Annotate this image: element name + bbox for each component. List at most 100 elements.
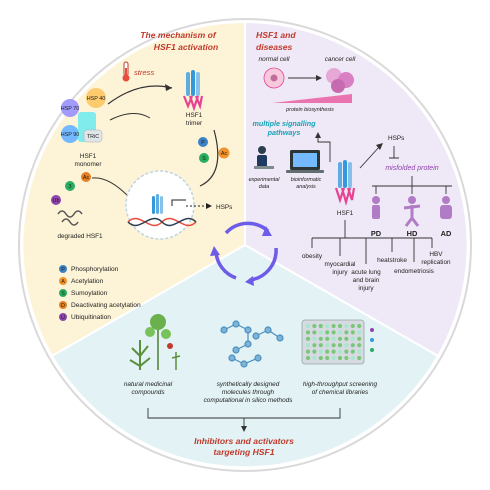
ad-label: AD [441, 229, 452, 238]
legend-ubiquitination-swatch [59, 313, 67, 321]
plate-well [337, 330, 343, 335]
plate-well [337, 349, 343, 354]
biosynthesis-wedge [272, 94, 352, 103]
hsf1-trimer-icon [182, 70, 204, 112]
legend-p-symbol: P [61, 267, 65, 273]
chaperone-complex-icon [61, 88, 106, 143]
mechanism-title-line1: The mechanism of [140, 30, 217, 40]
hsf1-disease-icon [334, 160, 356, 207]
modulators-title-line1: Inhibitors and activators [194, 436, 294, 446]
researcher-icon [254, 146, 274, 169]
diseases-title-line2: diseases [256, 42, 293, 52]
condition-lung-2: and brain [353, 277, 380, 284]
plate-well [305, 323, 311, 329]
legend-u-symbol: U [61, 315, 65, 321]
plate-well [337, 355, 343, 361]
plate-well [318, 323, 323, 329]
plate-well [357, 355, 362, 361]
tric-label: TRiC [87, 134, 99, 140]
plate-well [318, 343, 323, 348]
plate-well [357, 349, 362, 354]
hsps-mechanism-label: HSPs [216, 204, 232, 211]
stress-label: stress [134, 68, 154, 77]
synthetic-label-3: computational in silico methods [204, 397, 294, 404]
diseases-sector [244, 20, 469, 358]
legend-ubiquitination-label: Ubiquitination [71, 314, 111, 321]
legend-a-symbol: A [61, 279, 65, 285]
condition-endometriosis: endometriosis [394, 268, 434, 275]
condition-hbv-2: replication [421, 259, 451, 266]
degradation-marker-3 [65, 181, 75, 191]
plate-well [344, 343, 349, 348]
natural-compounds-label-2: compounds [131, 389, 165, 396]
disease-tree [311, 220, 433, 264]
plate-well [350, 355, 355, 361]
modulators-sector [50, 243, 440, 469]
plate-well [325, 330, 330, 335]
laptop-icon [286, 150, 324, 173]
hsp40-label: HSP 40 [87, 96, 105, 102]
modulators-title-line2: targeting HSF1 [213, 447, 274, 457]
hsf1-trimer-label-2: trimer [186, 120, 203, 127]
plate-well [305, 336, 311, 341]
plate-well [325, 349, 330, 354]
legend-acetylation-label: Acetylation [71, 278, 104, 285]
plate-well [350, 349, 355, 354]
plate-well [331, 336, 336, 341]
plate-well [344, 349, 349, 354]
plate-well [350, 343, 355, 348]
legend-d-symbol: D [61, 303, 65, 309]
plate-well [350, 336, 355, 341]
plate-well [357, 343, 362, 348]
condition-lung-3: injury [358, 285, 374, 292]
screening-label-2: of chemical libraries [312, 389, 369, 396]
plate-well [357, 323, 362, 329]
degraded-hsf1-icon [57, 210, 83, 226]
plate-well [312, 323, 317, 329]
plate-well [312, 336, 317, 341]
ubiquitination-marker [51, 195, 61, 205]
plate-well [312, 343, 317, 348]
plate-well [318, 330, 323, 335]
condition-hbv-1: HBV [429, 251, 443, 258]
plate-well [337, 323, 343, 329]
medicinal-plants-icon [129, 314, 181, 370]
plate-well [337, 336, 343, 341]
plate-well [357, 330, 362, 335]
protein-biosynthesis-label: protein biosynthesis [285, 107, 334, 113]
plate-well [312, 330, 317, 335]
plate-well [318, 336, 323, 341]
natural-compounds-label-1: natural medicinal [124, 381, 173, 388]
plate-well [344, 355, 349, 361]
plate-well [350, 330, 355, 335]
plate-well [331, 343, 336, 348]
marker-p: P [201, 140, 205, 146]
parkinson-patient-icon [372, 196, 380, 219]
plate-well [305, 343, 311, 348]
plate-well [312, 355, 317, 361]
condition-myocardial-2: injury [332, 269, 348, 276]
screening-label-1: high-throughput screening [303, 381, 378, 388]
marker-s: S [202, 156, 206, 162]
synthetic-label-1: synthetically designed [217, 381, 280, 388]
cancer-cell-icon [326, 68, 354, 93]
molecules-icon [220, 320, 284, 368]
alzheimer-patient-icon [440, 196, 452, 219]
phosphorylation-marker [198, 137, 208, 147]
central-cycle-icon [210, 221, 278, 286]
diseases-title-line1: HSF1 and [256, 30, 296, 40]
hd-label: HD [407, 229, 418, 238]
plate-well [344, 323, 349, 329]
plate-well [325, 343, 330, 348]
legend-deactivating-label: Deactivating acetylation [71, 302, 141, 309]
legend-deactivating-swatch [59, 301, 67, 309]
pathways-label-2: pathways [267, 128, 301, 137]
marker-ac: Ac [221, 151, 228, 157]
hsf1-disease-label: HSF1 [337, 210, 354, 217]
hsf1-monomer-label-2: monomer [75, 161, 103, 168]
plate-well [331, 330, 336, 335]
pd-label: PD [371, 229, 382, 238]
dna-helix-icon [127, 194, 197, 227]
plate-well [331, 323, 336, 329]
